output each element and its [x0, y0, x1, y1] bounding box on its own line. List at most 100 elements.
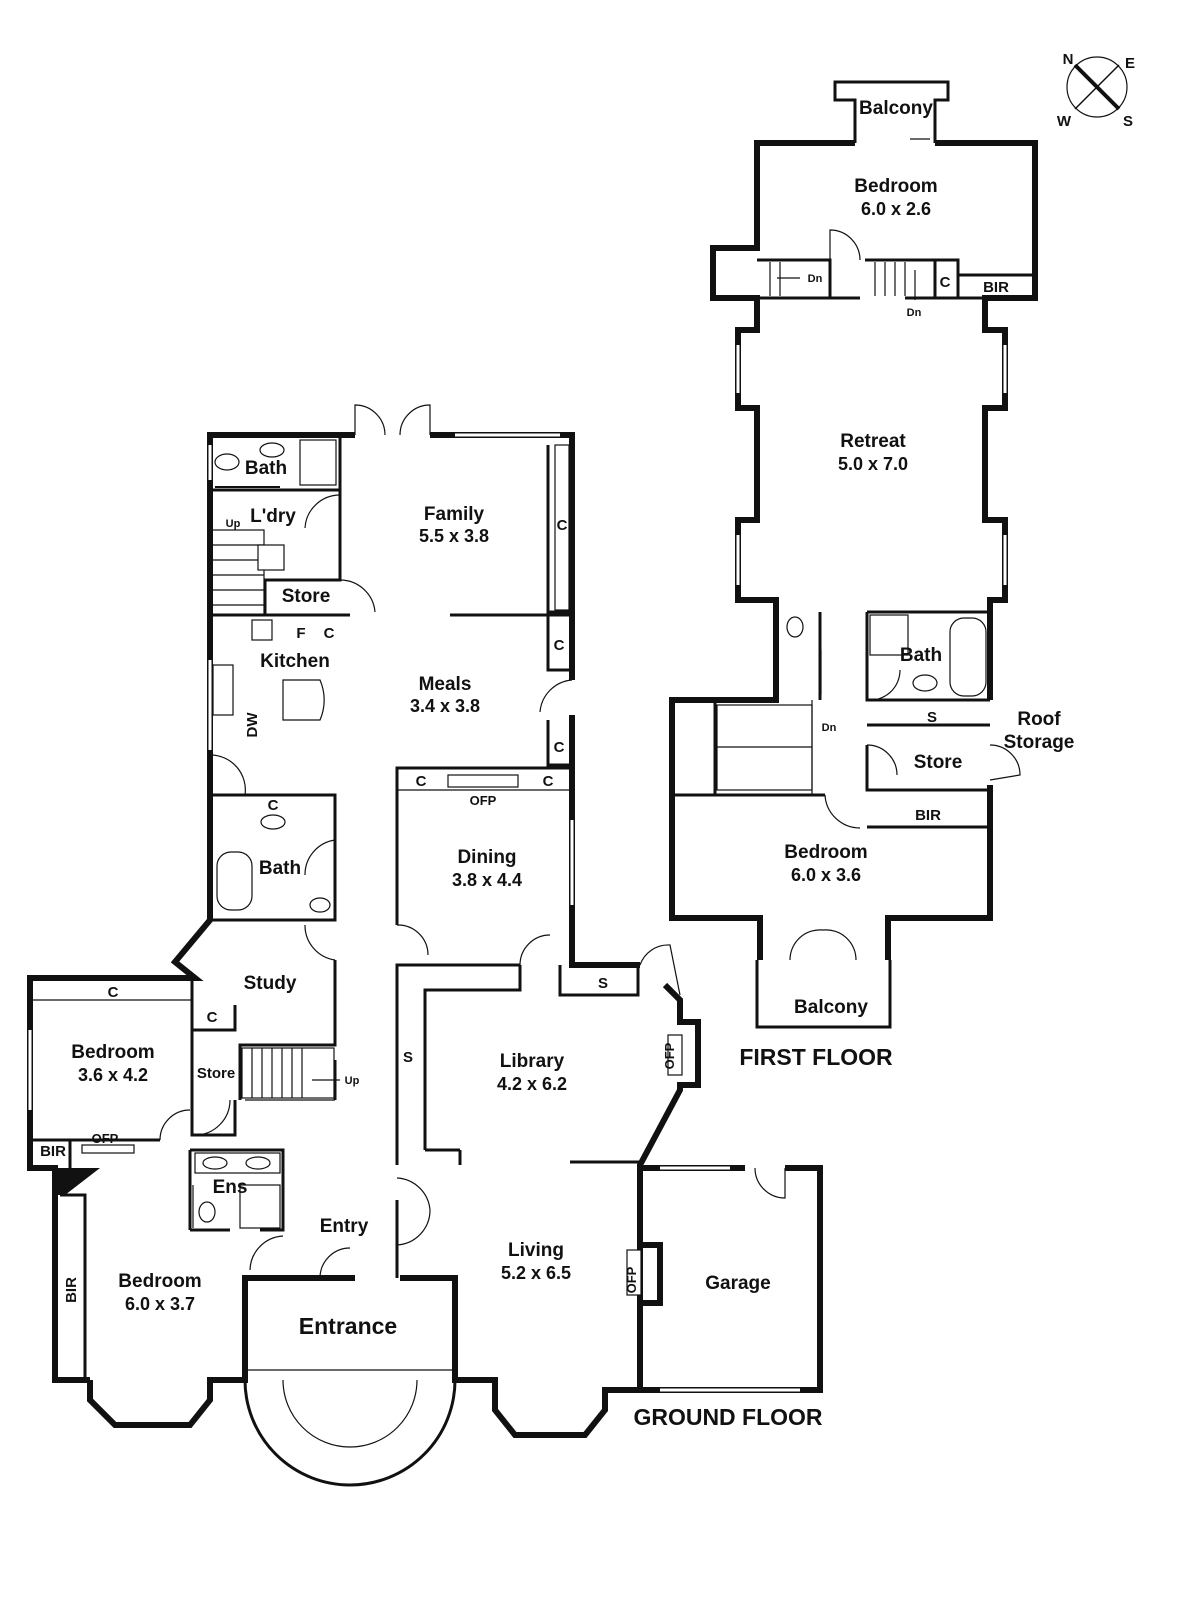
compass-cross — [1074, 64, 1120, 110]
bir-label: BIR — [63, 1277, 80, 1303]
room-balcony-top: Balcony — [859, 98, 933, 119]
cupboard-label: C — [416, 773, 427, 790]
cupboard-label: C — [268, 797, 279, 814]
toilet — [198, 1201, 216, 1223]
basin — [202, 1156, 228, 1170]
compass-e: E — [1125, 55, 1135, 72]
first-floor-labels: Balcony Bedroom 6.0 x 2.6 Retreat 5.0 x … — [739, 98, 1074, 1070]
fireplace-label: OFP — [470, 793, 497, 808]
stairs-up-label: Up — [345, 1075, 360, 1087]
cooktop — [251, 619, 273, 641]
room-retreat-dims: 5.0 x 7.0 — [838, 454, 908, 474]
first-floor-title: FIRST FLOOR — [739, 1044, 893, 1070]
room-bedroom-upper-1: Bedroom — [854, 176, 937, 197]
compass-n: N — [1063, 51, 1074, 68]
fireplace-label: OFP — [92, 1131, 119, 1146]
room-bedroom-upper-2: Bedroom — [784, 842, 867, 863]
compass-w: W — [1057, 113, 1072, 130]
room-bath-first: Bath — [900, 645, 942, 666]
fridge-label: F — [296, 625, 305, 642]
toilet — [786, 616, 804, 638]
cupboard — [554, 444, 570, 611]
shower — [869, 614, 909, 656]
windows-first — [736, 141, 1007, 585]
room-laundry: L'dry — [250, 506, 296, 527]
basin — [912, 674, 938, 692]
room-entrance: Entrance — [299, 1313, 397, 1339]
shelving-label: S — [927, 709, 937, 726]
room-study: Study — [244, 973, 297, 994]
bathtub — [949, 617, 987, 697]
ground-floor-labels: Bath L'dry Family 5.5 x 3.8 Store Kitche… — [40, 458, 823, 1430]
first-floor-walls — [669, 80, 1038, 1029]
cupboard-label: C — [324, 625, 335, 642]
entrance-arc — [243, 1379, 457, 1487]
shower — [299, 439, 337, 486]
fireplace-label: OFP — [624, 1266, 639, 1293]
room-bedroom-3-dims: 3.6 x 4.2 — [78, 1065, 148, 1085]
shelving-label: S — [598, 975, 608, 992]
laundry-tub — [257, 544, 285, 571]
cupboard-label: C — [543, 773, 554, 790]
room-bedroom-upper-1-dims: 6.0 x 2.6 — [861, 199, 931, 219]
compass-ring — [1066, 56, 1128, 118]
stairs-first — [716, 704, 813, 791]
bir-label: BIR — [40, 1143, 66, 1160]
dishwasher-label: DW — [244, 712, 261, 738]
room-bath-ground-rear: Bath — [245, 458, 287, 479]
basin — [259, 442, 285, 458]
bathtub — [216, 851, 253, 911]
stairs-down-label: Dn — [907, 307, 922, 319]
doors-ground — [159, 404, 786, 1279]
room-bath-ground: Bath — [259, 858, 301, 879]
room-dining-dims: 3.8 x 4.4 — [452, 870, 522, 890]
room-bedroom-3: Bedroom — [71, 1042, 154, 1063]
bir-label: BIR — [915, 807, 941, 824]
room-meals: Meals — [419, 674, 472, 695]
room-retreat: Retreat — [840, 431, 906, 452]
room-bedroom-upper-2-dims: 6.0 x 3.6 — [791, 865, 861, 885]
room-living-dims: 5.2 x 6.5 — [501, 1263, 571, 1283]
room-store-front: Store — [197, 1065, 235, 1082]
ground-floor-title: GROUND FLOOR — [633, 1404, 822, 1430]
shelving-label: S — [403, 1049, 413, 1066]
cupboard-label: C — [207, 1009, 218, 1026]
compass-s: S — [1123, 113, 1133, 130]
fireplace — [626, 1249, 642, 1296]
room-bedroom-main: Bedroom — [118, 1271, 201, 1292]
fireplace-label: OFP — [662, 1042, 677, 1069]
cupboard-label: C — [940, 274, 951, 291]
fireplace — [667, 1034, 683, 1076]
stairs-down-label: Dn — [822, 722, 837, 734]
ground-floor-walls — [27, 404, 823, 1487]
toilet — [214, 453, 240, 471]
room-roof-storage-line2: Storage — [1004, 732, 1075, 753]
toilet — [309, 897, 331, 913]
shower — [239, 1184, 281, 1229]
room-store-rear: Store — [282, 586, 331, 607]
room-kitchen: Kitchen — [260, 651, 330, 672]
bir-label: BIR — [983, 279, 1009, 296]
stairs-up-label: Up — [226, 518, 241, 530]
room-bedroom-main-dims: 6.0 x 3.7 — [125, 1294, 195, 1314]
room-family-dims: 5.5 x 3.8 — [419, 526, 489, 546]
windows-ground — [28, 433, 800, 1392]
cupboard-label: C — [557, 517, 568, 534]
sink — [212, 664, 234, 716]
room-library-dims: 4.2 x 6.2 — [497, 1074, 567, 1094]
doors-first — [789, 229, 1021, 961]
stairs-down-label: Dn — [808, 273, 823, 285]
stairs-first-top — [769, 262, 906, 296]
basin — [260, 814, 286, 830]
compass: N E S W — [1057, 51, 1135, 130]
fireplace — [81, 1144, 135, 1154]
room-entry: Entry — [320, 1216, 369, 1237]
room-balcony-bottom: Balcony — [794, 997, 868, 1018]
room-family: Family — [424, 504, 485, 525]
room-roof-storage: Roof — [1017, 709, 1061, 730]
room-living: Living — [508, 1240, 564, 1261]
fireplace — [447, 774, 519, 788]
room-store-first: Store — [914, 752, 963, 773]
cupboard-label: C — [554, 637, 565, 654]
kitchen-island — [282, 679, 325, 721]
